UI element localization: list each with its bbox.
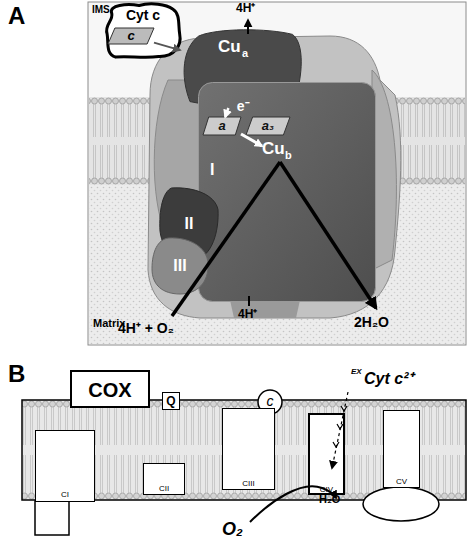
complex-box: CII	[143, 463, 185, 495]
node-label: III	[152, 258, 208, 274]
proton-label: 4H⁺	[236, 2, 255, 14]
heme-box: a₃	[246, 117, 290, 135]
node-label: Q	[163, 395, 179, 407]
panel-letter: A	[8, 4, 25, 28]
flow-arrow	[154, 43, 180, 51]
proton-label: 4H⁺	[238, 308, 257, 320]
product-label: 2H₂O	[354, 315, 389, 329]
complex-box: CI	[35, 430, 95, 502]
heme-box-fill	[203, 117, 241, 135]
node-label: Cu	[262, 140, 285, 157]
node-label: Cu	[218, 38, 241, 55]
node-label: Cyt c	[104, 8, 182, 22]
reactant-label: O₂	[222, 520, 243, 538]
node-label: c	[108, 29, 154, 42]
reaction-line	[172, 162, 280, 316]
complex-box: CV	[383, 410, 420, 488]
panel-letter: B	[8, 362, 25, 386]
subunit-shape-fill	[152, 238, 208, 294]
proton-arrow	[247, 20, 249, 34]
subunit-box-outline	[198, 82, 376, 302]
node-label: a₃	[246, 119, 290, 132]
node-label: CIV	[310, 486, 343, 494]
cytochrome-c-blob: Cyt c c	[104, 2, 182, 60]
proton-tick	[248, 296, 250, 306]
edge-label: e⁻	[237, 99, 250, 113]
node-label: a	[203, 119, 241, 132]
node-label: I	[210, 162, 214, 178]
heme-box-fill	[108, 28, 154, 44]
node-label: c	[258, 394, 282, 408]
atp-synthase-head	[363, 487, 439, 521]
electron-arrow	[241, 134, 262, 146]
product-label: H₂O	[319, 494, 340, 505]
electron-path	[332, 392, 348, 468]
complex-arm	[35, 501, 69, 535]
quinone-box: Q	[162, 392, 180, 410]
complex-box: CIV	[308, 413, 345, 495]
subunit-box: I Cub a a₃	[198, 82, 376, 302]
title-box: COX	[70, 370, 150, 408]
complex-box: CIII	[222, 408, 275, 490]
node-label: CIII	[223, 480, 274, 488]
node-label: a	[242, 48, 248, 59]
flow-arrow	[225, 108, 228, 117]
heme-box-fill	[246, 117, 290, 135]
subunit-box-fill	[199, 83, 376, 302]
node-label: b	[285, 150, 292, 161]
node-label: II	[160, 216, 218, 232]
node-label: COX	[72, 380, 148, 400]
node-label: CI	[36, 491, 94, 499]
panel-frame	[88, 2, 466, 345]
reactant-label: 4H⁺ + O₂	[118, 321, 174, 335]
superscript-label: EX	[351, 368, 362, 376]
substrate-label: Cyt c²⁺	[364, 371, 413, 387]
node-label: CV	[384, 478, 419, 486]
heme-box: c	[108, 28, 154, 44]
node-label: CII	[144, 485, 184, 493]
heme-box: a	[203, 117, 241, 135]
subunit-shape: III	[152, 238, 208, 294]
reaction-arrow	[280, 162, 376, 308]
region-label: IMS	[92, 5, 110, 15]
electron-chevrons	[333, 406, 347, 447]
